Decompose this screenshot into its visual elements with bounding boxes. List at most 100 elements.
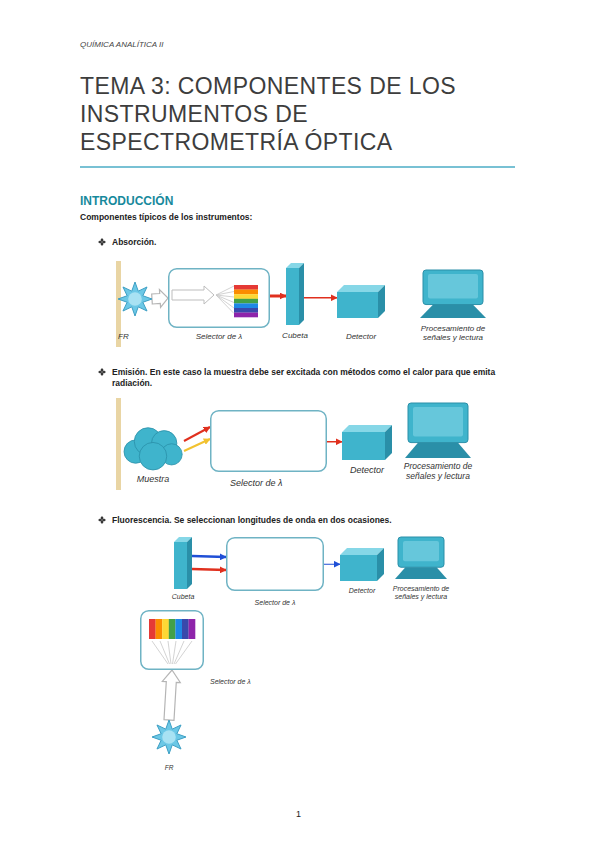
dispersion-ray	[216, 295, 234, 308]
spectrum-band	[169, 619, 176, 639]
selector-box	[141, 611, 204, 670]
shape-outline	[395, 537, 447, 579]
component-label: Detector	[349, 587, 375, 595]
component-label: Procesamiento de señales y lectura	[381, 585, 461, 601]
bullet-text: Absorción.	[112, 237, 156, 248]
shape-outline	[286, 263, 304, 325]
spectrum-band	[234, 299, 258, 304]
spectrum-band	[234, 285, 258, 290]
intro-text: Componentes típicos de los instrumentos:	[80, 212, 252, 223]
box-front	[340, 555, 377, 581]
wavelength-selector: Selector de λ	[210, 410, 327, 472]
bullet-text: Emisión. En este caso la muestra debe se…	[112, 367, 532, 390]
box-side	[385, 425, 392, 460]
shape-outline	[420, 270, 486, 318]
shape-outline	[337, 285, 385, 318]
shape-outline	[122, 424, 184, 470]
source-core	[128, 292, 142, 306]
box-side	[378, 285, 385, 318]
monitor-screen	[398, 537, 444, 567]
monitor-base	[420, 305, 486, 318]
selector-box	[169, 269, 270, 328]
spectrum-band	[234, 294, 258, 299]
shape-outline	[405, 403, 471, 458]
dispersion-ray	[168, 641, 171, 664]
component-label: Procesamiento de señales y lectura	[393, 462, 483, 482]
monitor-base	[405, 443, 471, 458]
light-arrow	[162, 670, 180, 720]
readout-monitor: Procesamiento de señales y lectura	[405, 403, 471, 458]
light-source: FR	[118, 282, 152, 316]
cloud-lobe	[139, 442, 167, 470]
beam-arrow	[192, 569, 226, 570]
component-label: Cubeta	[282, 331, 308, 340]
monitor-glass	[413, 407, 463, 437]
spectrum-band	[149, 619, 156, 639]
readout-monitor: Procesamiento de señales y lectura	[420, 270, 486, 318]
beam-arrow	[184, 439, 210, 451]
selector-box	[211, 411, 327, 472]
section-heading: INTRODUCCIÓN	[80, 193, 173, 209]
wavelength-selector: Selector de λ	[140, 610, 204, 670]
monitor-screen	[423, 270, 483, 305]
spectrum-band	[234, 308, 258, 313]
beam-arrow	[270, 295, 286, 298]
spectrum-band	[234, 290, 258, 295]
monitor-glass	[428, 274, 478, 299]
component-label: Selector de λ	[230, 478, 282, 488]
component-label: Selector de λ	[255, 599, 296, 607]
detector-box: Detector	[340, 548, 384, 581]
beam-arrow	[192, 556, 226, 557]
shape-outline	[168, 268, 270, 328]
source-star	[152, 720, 186, 754]
running-header: QUÍMICA ANALÍTICA II	[80, 40, 164, 51]
component-label: Selector de λ	[196, 332, 243, 341]
component-label: Muestra	[137, 474, 170, 484]
source-star	[118, 282, 152, 316]
detector-box: Detector	[342, 425, 392, 460]
shape-outline	[210, 410, 327, 472]
spectrum-band	[189, 619, 196, 639]
beam-arrow	[327, 441, 342, 443]
source-wall	[116, 398, 121, 490]
box-top	[342, 425, 392, 432]
box-top	[340, 548, 384, 555]
spectrum-band	[156, 619, 163, 639]
spectrum-band	[162, 619, 169, 639]
component-label: Detector	[346, 332, 376, 341]
shape-outline	[226, 537, 324, 591]
source-core	[162, 730, 176, 744]
monitor-screen	[408, 403, 468, 443]
light-beam	[172, 286, 214, 304]
box-front	[174, 542, 187, 589]
dispersion-ray	[152, 641, 168, 664]
component-label: Cubeta	[172, 593, 195, 601]
bullet-symbol	[98, 238, 106, 524]
box-side	[187, 537, 192, 589]
wavelength-selector: Selector de λ	[226, 537, 324, 591]
shape-outline	[174, 537, 192, 589]
shape-outline	[342, 425, 392, 460]
spectrum-band	[234, 303, 258, 308]
sample-cloud	[124, 428, 182, 470]
dispersion-ray	[216, 295, 234, 314]
dispersion-ray	[216, 286, 234, 295]
page-number: 1	[296, 808, 301, 820]
box-front	[286, 268, 299, 325]
beam-arrow	[324, 564, 340, 565]
spectrum-band	[234, 313, 258, 318]
shape-outline	[340, 548, 384, 581]
dispersion-ray	[176, 641, 193, 664]
light-source: FR	[152, 720, 186, 754]
sample: Muestra	[122, 424, 184, 470]
component-label: Selector de λ	[210, 678, 251, 686]
beam-arrow	[304, 297, 337, 299]
beam-arrow	[184, 427, 210, 441]
component-label: FR	[165, 764, 174, 771]
shape-outline	[118, 282, 152, 316]
spectrum-band	[175, 619, 182, 639]
title-rule	[80, 166, 515, 168]
monitor-glass	[403, 541, 439, 561]
box-front	[342, 432, 385, 460]
component-label: FR	[118, 332, 129, 341]
